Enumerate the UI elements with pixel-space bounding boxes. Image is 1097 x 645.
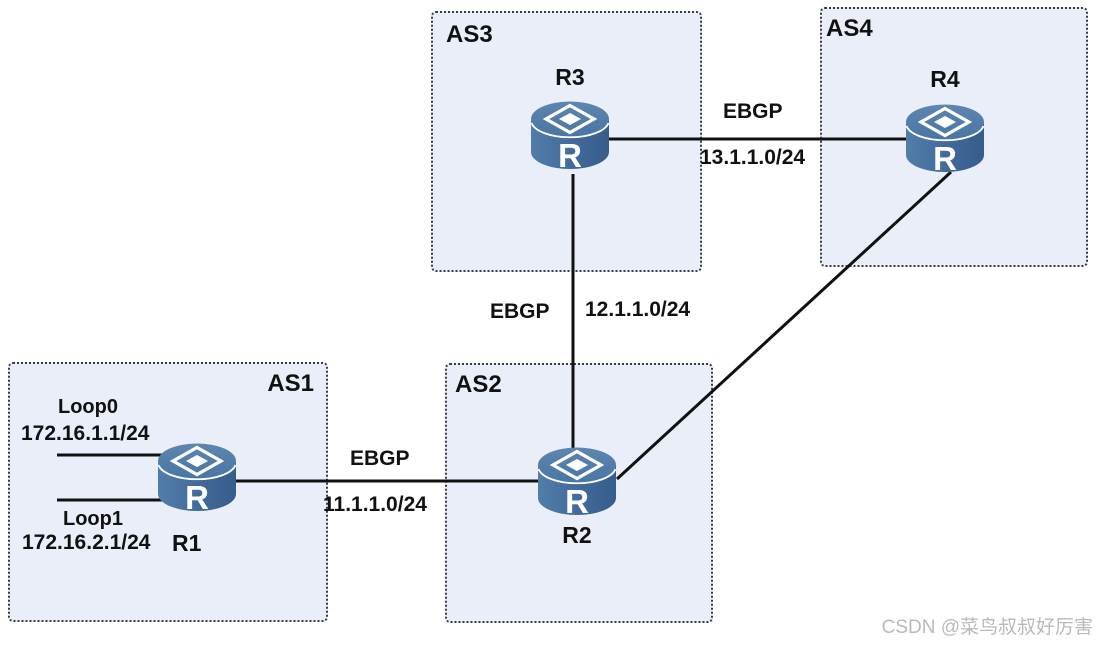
- router-r1: R: [157, 442, 237, 516]
- as4-label: AS4: [826, 15, 873, 42]
- r2-label: R2: [562, 522, 592, 548]
- as2-label: AS2: [455, 371, 502, 398]
- r4-label: R4: [930, 66, 960, 92]
- router-letter: R: [565, 483, 589, 520]
- link-r1-r2-subnet-label: 11.1.1.0/24: [323, 493, 427, 516]
- link-r3-r4-protocol-label: EBGP: [723, 100, 783, 123]
- router-icon: R: [537, 447, 617, 520]
- router-r4: R: [905, 103, 985, 177]
- diamond-icon: [917, 106, 973, 138]
- diamond-icon: [169, 445, 225, 477]
- link-r1-r2-protocol-label: EBGP: [350, 447, 410, 470]
- r3-label: R3: [555, 64, 585, 90]
- diamond-icon: [542, 103, 598, 135]
- router-r3: R: [530, 100, 610, 174]
- link-r3-r4-subnet-label: 13.1.1.0/24: [700, 146, 806, 169]
- router-icon: R: [905, 104, 985, 177]
- as3-label: AS3: [446, 21, 493, 48]
- link-r2-r4-line: [615, 170, 953, 481]
- loop0-address-label: 172.16.1.1/24: [21, 422, 150, 445]
- router-letter: R: [558, 137, 582, 174]
- router-letter: R: [933, 140, 957, 177]
- router-r2: R: [537, 446, 617, 520]
- router-icon: R: [530, 101, 610, 174]
- csdn-watermark: CSDN @菜鸟叔叔好厉害: [881, 617, 1093, 638]
- link-r2-r3-protocol-label: EBGP: [490, 300, 550, 323]
- router-letter: R: [185, 479, 209, 516]
- diamond-icon: [549, 449, 605, 481]
- link-r2-r3-subnet-label: 12.1.1.0/24: [585, 298, 691, 321]
- loop1-address-label: 172.16.2.1/24: [22, 531, 151, 554]
- loop1-name-label: Loop1: [63, 508, 123, 530]
- as1-label: AS1: [267, 370, 314, 397]
- loop0-name-label: Loop0: [58, 396, 118, 418]
- r1-label: R1: [172, 530, 202, 556]
- router-icon: R: [157, 443, 237, 516]
